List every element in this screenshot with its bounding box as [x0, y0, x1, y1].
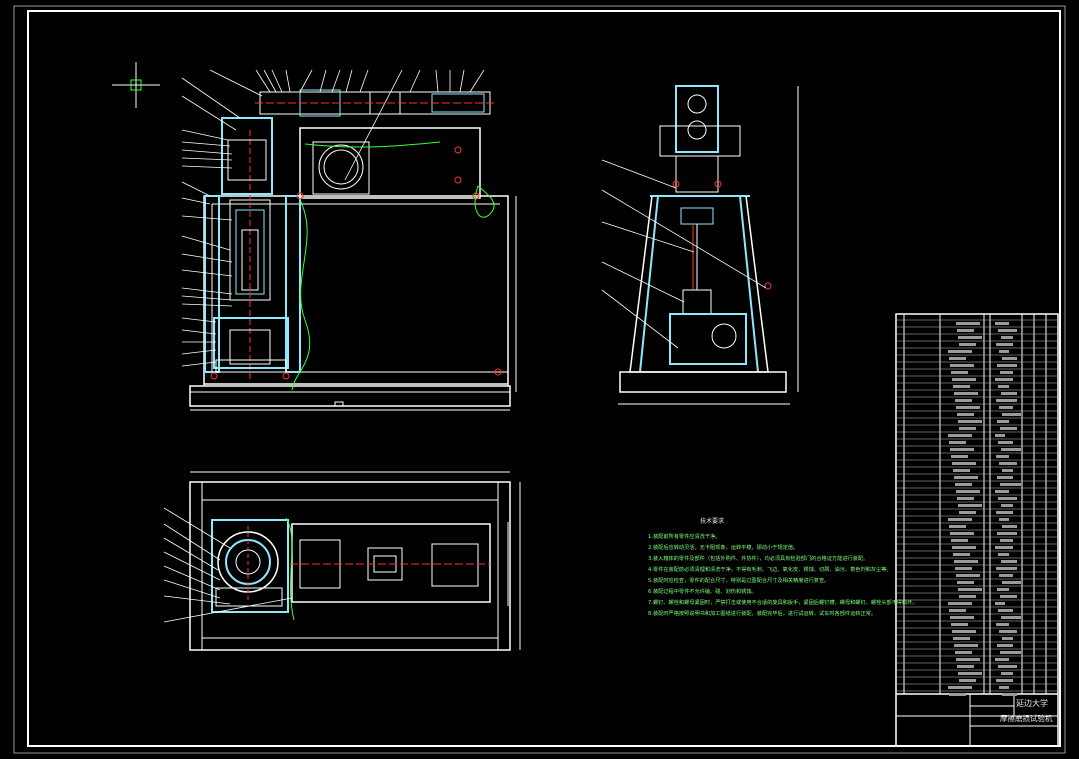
- tech-note-line: 4.零件在装配前必须清理和清洗干净，不得有毛刺、飞边、氧化皮、锈蚀、切屑、油污、…: [648, 567, 892, 573]
- parts-list-rows: [896, 319, 1058, 696]
- inner-frame: [27, 10, 1061, 747]
- side-view-leaders: [601, 159, 767, 349]
- outer-frame: [13, 5, 1066, 754]
- top-view: [189, 471, 521, 651]
- tech-note-line: 3.装入箱体的零件及部件（包括外购件、外协件），均必须具有检验部门的合格证方能进…: [648, 556, 869, 562]
- tech-note-line: 5.装配时应检查，零件的配合尺寸，特别是过盈配合尺寸及相关精度进行复查。: [648, 578, 830, 584]
- front-view: [189, 89, 517, 411]
- tech-note-line: 2.装配后应转动灵活，无卡阻现象，运转平稳，振动小于规定值。: [648, 545, 799, 551]
- tech-note-line: 6.装配过程中零件不允许磕、碰、划伤和锈蚀。: [648, 589, 757, 595]
- school-name: 延边大学: [1016, 699, 1048, 708]
- side-view: [618, 85, 799, 405]
- tech-note-line: 1.装配前所有零件应清洗干净。: [648, 534, 721, 540]
- tech-notes-title: 技术要求: [700, 518, 725, 525]
- ucs-crosshair-icon: [112, 62, 160, 108]
- front-view-leaders: [181, 69, 485, 367]
- drawing-name: 摩擦磨损试验机: [1000, 714, 1053, 723]
- tech-note-line: 8.装配时严格按照说明书和加工图纸进行装配，装配完毕后，进行试运转，试车时各部件…: [648, 611, 877, 617]
- top-view-leaders: [163, 507, 293, 623]
- tech-note-line: 7.螺钉、螺栓和螺母紧固时，严禁打击或使用不合适的旋具和扳手，紧固后螺钉槽、螺母…: [648, 600, 918, 606]
